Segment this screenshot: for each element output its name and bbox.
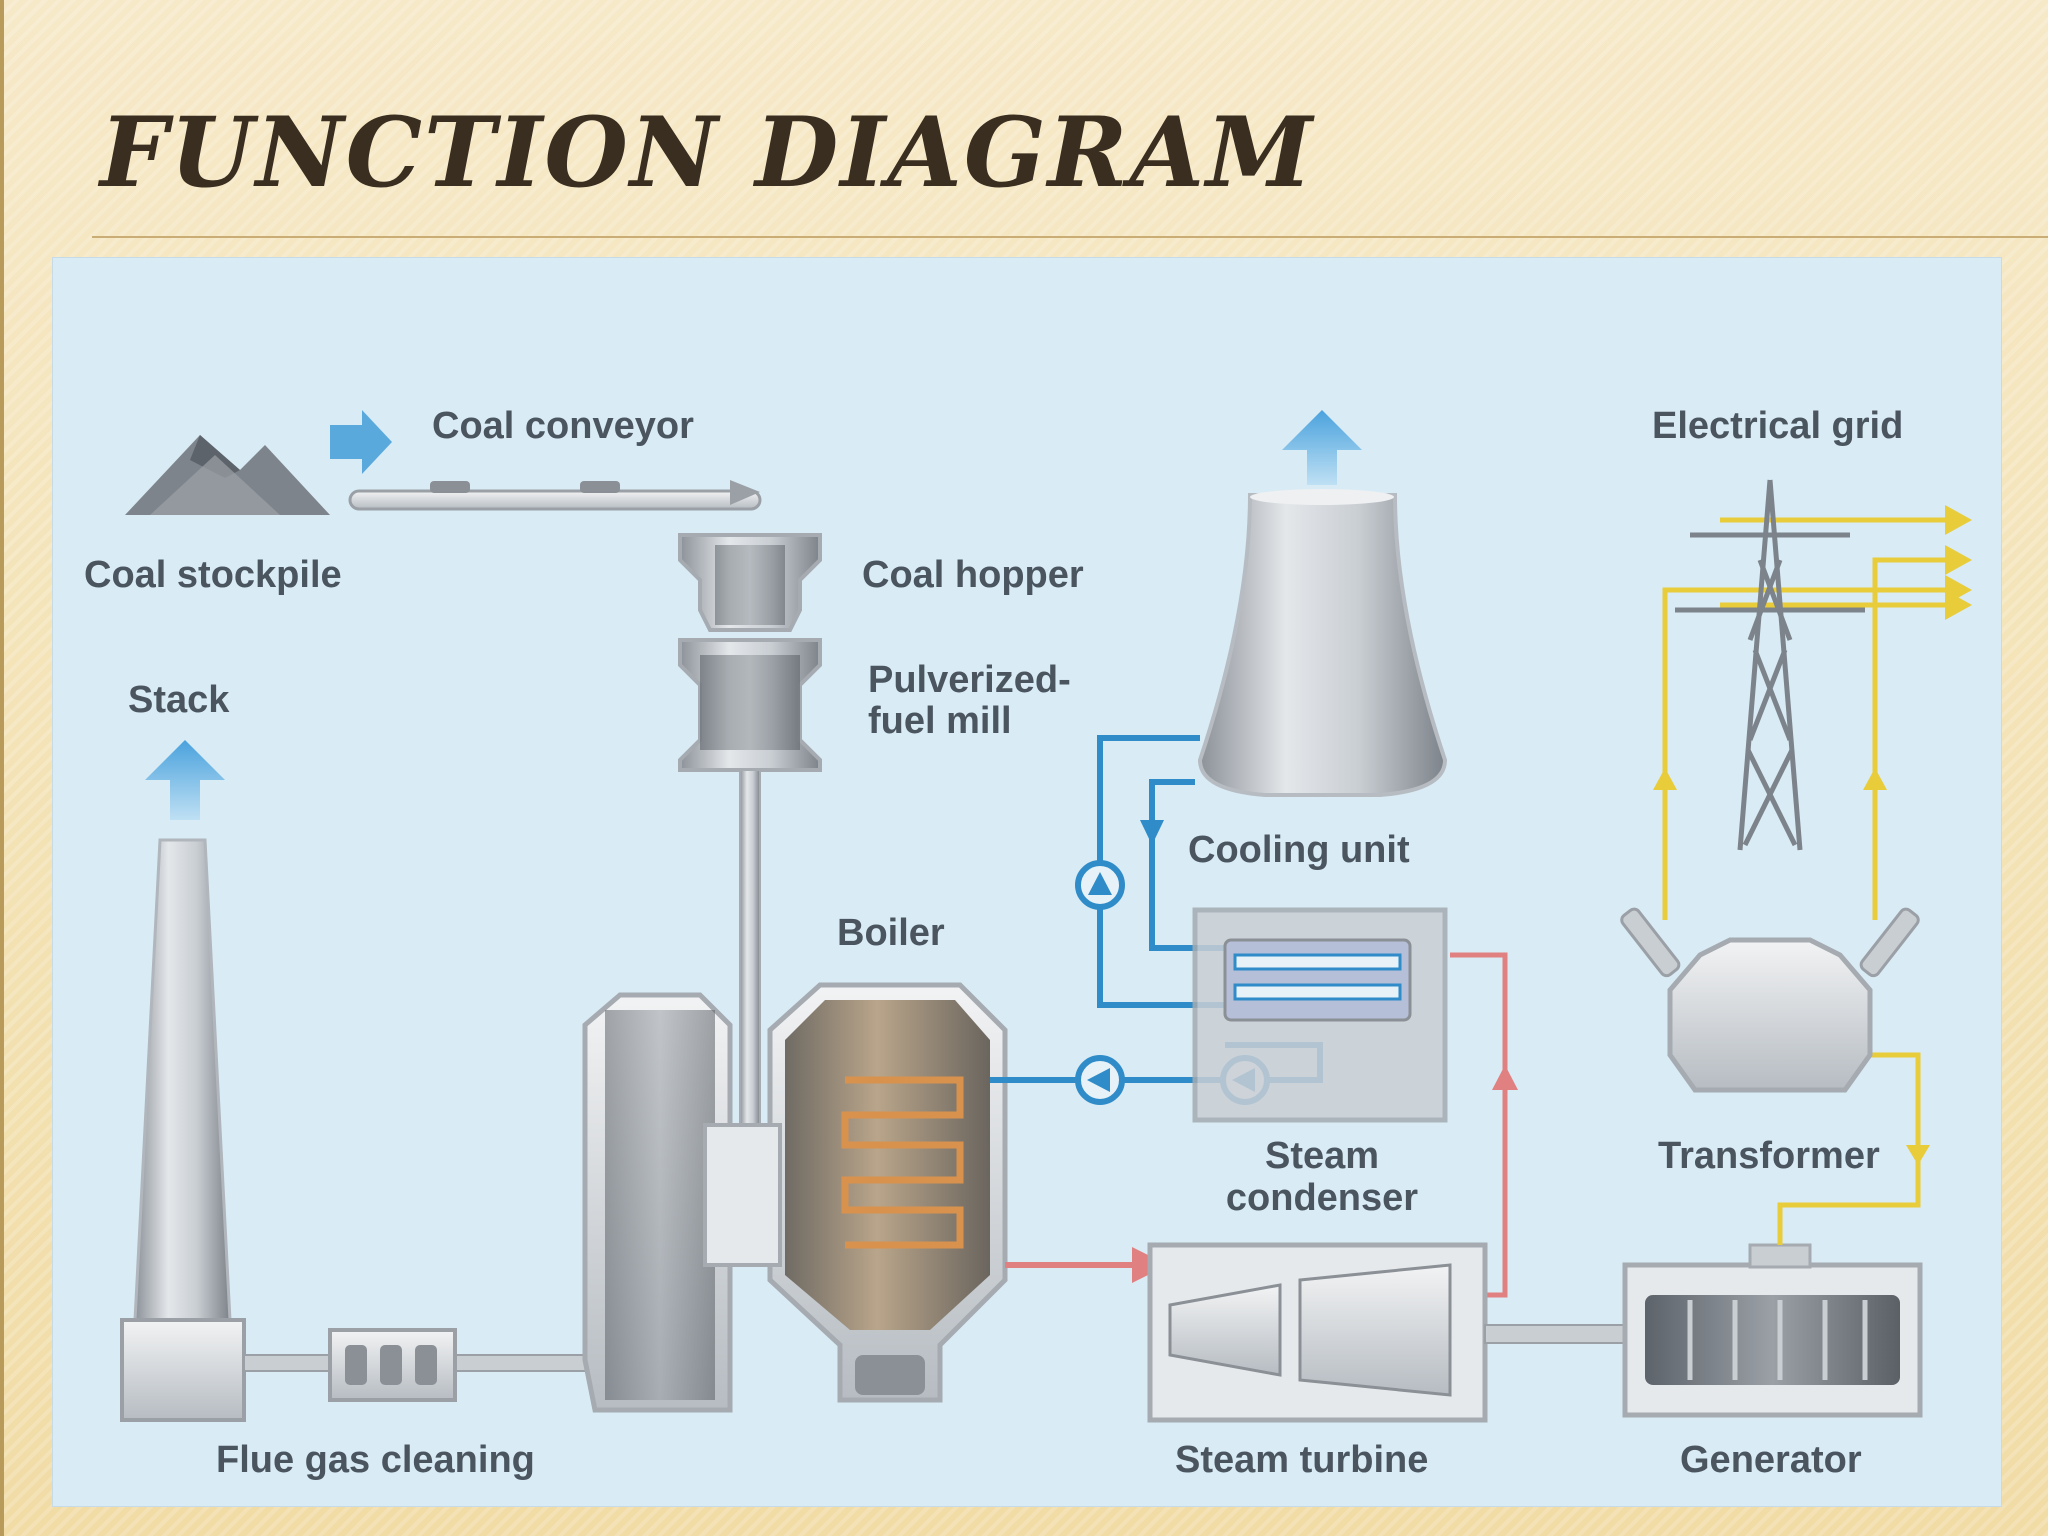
label-electrical-grid: Electrical grid <box>1652 405 1903 447</box>
label-boiler: Boiler <box>837 912 945 954</box>
label-cooling-unit: Cooling unit <box>1188 829 1410 871</box>
pump-icon <box>1075 1055 1125 1105</box>
generator <box>1622 1243 1923 1418</box>
cooling-tower <box>1197 489 1448 797</box>
label-pulverized-fuel-mill-line2: fuel mill <box>868 700 1012 742</box>
label-steam-turbine: Steam turbine <box>1175 1439 1428 1481</box>
up-arrow-icon <box>1282 410 1362 485</box>
coal-hopper <box>678 533 822 632</box>
label-coal-hopper: Coal hopper <box>862 554 1084 596</box>
right-arrow-icon <box>330 410 392 474</box>
title-divider <box>92 236 2048 238</box>
label-stack: Stack <box>128 679 230 721</box>
boiler <box>582 982 1008 1413</box>
power-lines <box>1653 505 1972 1245</box>
pylon-icon <box>1675 479 1865 851</box>
flue-gas-cleaning-unit <box>243 1328 615 1402</box>
label-transformer: Transformer <box>1658 1135 1880 1177</box>
mountain-icon <box>125 435 330 515</box>
coal-conveyor <box>348 480 762 511</box>
steam-condenser <box>1192 907 1448 1123</box>
label-steam-condenser-line1: Steam <box>1265 1135 1379 1177</box>
steam-turbine <box>1147 1242 1626 1423</box>
label-generator: Generator <box>1680 1439 1862 1481</box>
label-coal-conveyor: Coal conveyor <box>432 405 694 447</box>
label-pulverized-fuel-mill-line1: Pulverized- <box>868 659 1071 701</box>
label-flue-gas-cleaning: Flue gas cleaning <box>216 1439 535 1481</box>
label-coal-stockpile: Coal stockpile <box>84 554 342 596</box>
left-border <box>0 0 4 1536</box>
label-steam-condenser-line2: condenser <box>1226 1177 1418 1219</box>
pulverized-fuel-mill <box>678 638 822 772</box>
pump-icon <box>1075 860 1125 910</box>
up-arrow-icon <box>145 740 225 820</box>
transformer <box>1620 907 1920 1093</box>
slide-title: FUNCTION DIAGRAM <box>100 96 1315 209</box>
stack <box>120 838 246 1422</box>
